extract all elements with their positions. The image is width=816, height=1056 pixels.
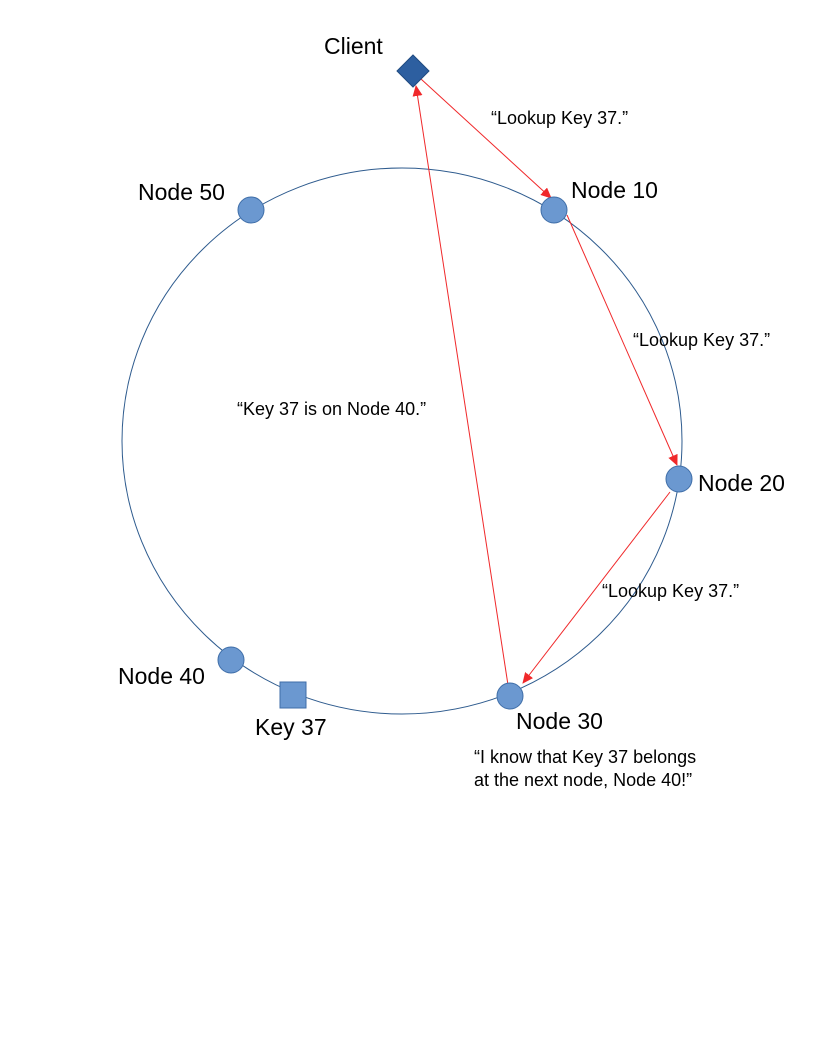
node-10-circle <box>540 196 568 224</box>
node-50-label: Node 50 <box>138 179 225 205</box>
node-20-circle <box>665 465 693 493</box>
message-node-30-to-client: “Key 37 is on Node 40.” <box>237 399 426 419</box>
note-line-1: “I know that Key 37 belongs <box>474 747 696 767</box>
client-label: Client <box>324 33 383 59</box>
arrow-client-to-node-10 <box>420 78 552 199</box>
arrow-node-30-to-client <box>412 85 509 686</box>
message-client-to-node-10: “Lookup Key 37.” <box>491 108 628 128</box>
arrow-node-10-to-node-20 <box>566 214 678 466</box>
node-50-circle <box>237 196 265 224</box>
node-40-circle <box>217 646 245 674</box>
hash-ring <box>121 167 683 715</box>
client-diamond-icon <box>396 54 430 88</box>
node-20-label: Node 20 <box>698 470 785 496</box>
node-40-label: Node 40 <box>118 663 205 689</box>
arrow-node-20-to-node-30 <box>522 491 671 684</box>
key-37-square-icon <box>279 681 307 709</box>
message-node-20-to-node-30: “Lookup Key 37.” <box>602 581 739 601</box>
node-30-label: Node 30 <box>516 708 603 734</box>
node-10-label: Node 10 <box>571 177 658 203</box>
key-37-label: Key 37 <box>255 714 327 740</box>
node-30-circle <box>496 682 524 710</box>
message-node-10-to-node-20: “Lookup Key 37.” <box>633 330 770 350</box>
note-line-2: at the next node, Node 40!” <box>474 770 692 790</box>
